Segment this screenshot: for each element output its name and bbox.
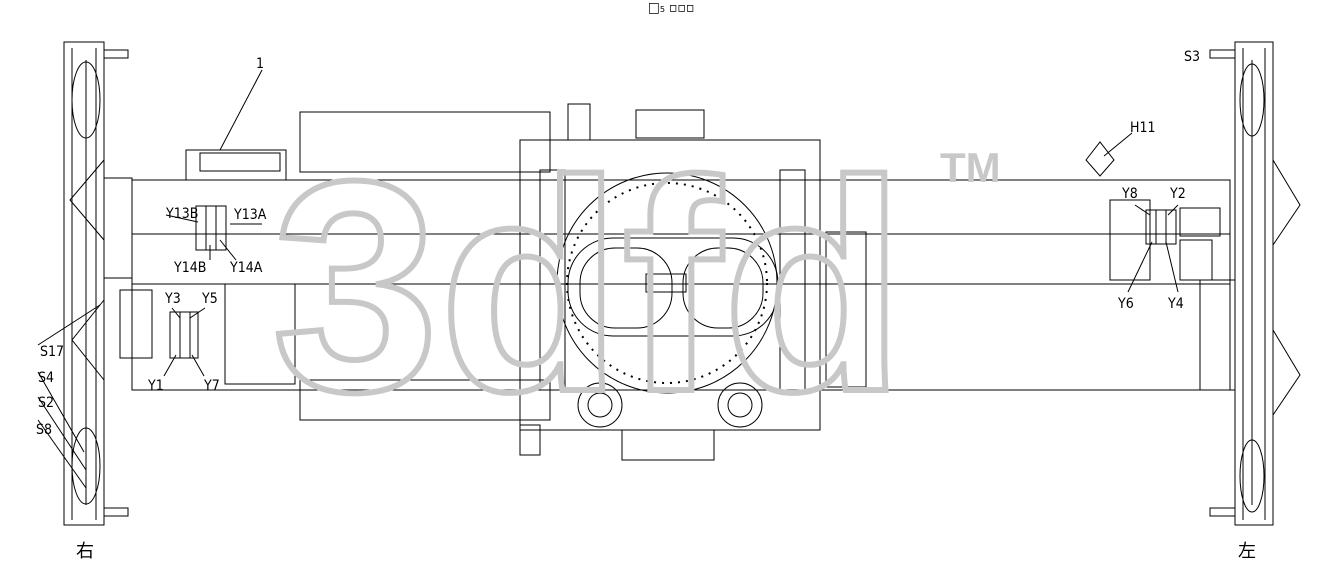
left-outrigger bbox=[63, 41, 133, 526]
valve-block-center bbox=[645, 273, 687, 293]
callout-labels: □₅ ▫▫▫ 1 H11 S3 Y13B Y13A Y14B Y14A Y3 Y… bbox=[36, 0, 1256, 562]
side-label-right: 左 bbox=[1238, 541, 1256, 562]
label-y1: Y1 bbox=[147, 378, 164, 394]
label-y7: Y7 bbox=[203, 378, 220, 394]
label-y5: Y5 bbox=[201, 291, 218, 307]
label-y6: Y6 bbox=[1117, 296, 1134, 312]
label-y14a: Y14A bbox=[229, 260, 263, 276]
valve-block-y1 bbox=[169, 311, 199, 359]
watermark-tm: TM bbox=[940, 144, 1001, 191]
label-h11: H11 bbox=[1130, 120, 1156, 136]
label-y13b: Y13B bbox=[165, 206, 198, 222]
center-structure bbox=[519, 103, 867, 461]
label-1: 1 bbox=[256, 56, 264, 72]
label-y8: Y8 bbox=[1121, 186, 1138, 202]
label-s8: S8 bbox=[36, 422, 52, 438]
label-y4: Y4 bbox=[1167, 296, 1184, 312]
label-s3: S3 bbox=[1184, 49, 1200, 65]
watermark-text: 3dfd bbox=[272, 118, 905, 454]
label-y2: Y2 bbox=[1169, 186, 1186, 202]
valve-block-y8 bbox=[1145, 209, 1177, 245]
valve-block-y13 bbox=[195, 205, 227, 251]
bolt-circle bbox=[566, 182, 768, 384]
label-s4: S4 bbox=[38, 370, 54, 386]
label-s17: S17 bbox=[40, 344, 64, 360]
watermark: 3dfd TM bbox=[269, 115, 1001, 457]
label-s2: S2 bbox=[38, 395, 54, 411]
leader-lines bbox=[37, 69, 1179, 489]
chassis-beam bbox=[119, 111, 1231, 421]
label-y3: Y3 bbox=[164, 291, 181, 307]
horn-h11 bbox=[1085, 141, 1115, 177]
label-y13a: Y13A bbox=[233, 207, 267, 223]
side-label-left: 右 bbox=[76, 541, 94, 562]
top-mark: □₅ ▫▫▫ bbox=[648, 0, 695, 16]
label-y14b: Y14B bbox=[173, 260, 206, 276]
